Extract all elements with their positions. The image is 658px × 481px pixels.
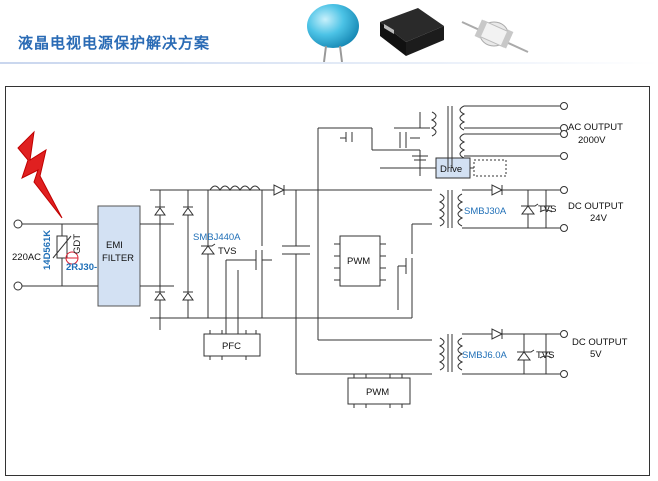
drive-block-label: Drive	[440, 164, 462, 175]
gas-discharge-tube-photo	[461, 19, 529, 53]
emi-filter-label-1: EMI	[106, 240, 123, 251]
pfc-block-label: PFC	[222, 341, 241, 352]
gdt-part-label: 2RJ30-600N	[66, 262, 120, 273]
dc24-output-label: DC OUTPUT	[568, 201, 624, 212]
schematic-frame	[5, 86, 650, 476]
lightning-icon	[17, 130, 63, 219]
varistor-label: 14D561K	[42, 230, 53, 270]
input-voltage-label: 220AC	[12, 252, 41, 263]
tvs-5-label: SMBJ6.0A	[462, 350, 508, 361]
ac-output-voltage: 2000V	[578, 135, 606, 146]
tvs-24-label: SMBJ30A	[464, 206, 507, 217]
dc5-output-label: DC OUTPUT	[572, 337, 628, 348]
varistor-photo	[307, 4, 359, 62]
emi-filter-label-2: FILTER	[102, 253, 134, 264]
header-divider	[0, 62, 658, 64]
pwm-main-label: PWM	[347, 256, 370, 267]
tvs-5-tag: TVS	[536, 350, 554, 361]
tvs-24-tag: TVS	[538, 204, 556, 215]
tvs-diode-photo	[380, 8, 444, 56]
tvs-pfc-label: SMBJ440A	[193, 232, 241, 243]
emi-filter-block	[97, 205, 141, 307]
pwm-bottom-label: PWM	[366, 387, 389, 398]
tvs-pfc-tag: TVS	[218, 246, 236, 257]
dc5-output-voltage: 5V	[590, 349, 602, 360]
gdt-tag: GDT	[72, 234, 83, 254]
page-title: 液晶电视电源保护解决方案	[18, 34, 211, 52]
dc24-output-voltage: 24V	[590, 213, 608, 224]
ac-output-label: AC OUTPUT	[568, 122, 623, 133]
